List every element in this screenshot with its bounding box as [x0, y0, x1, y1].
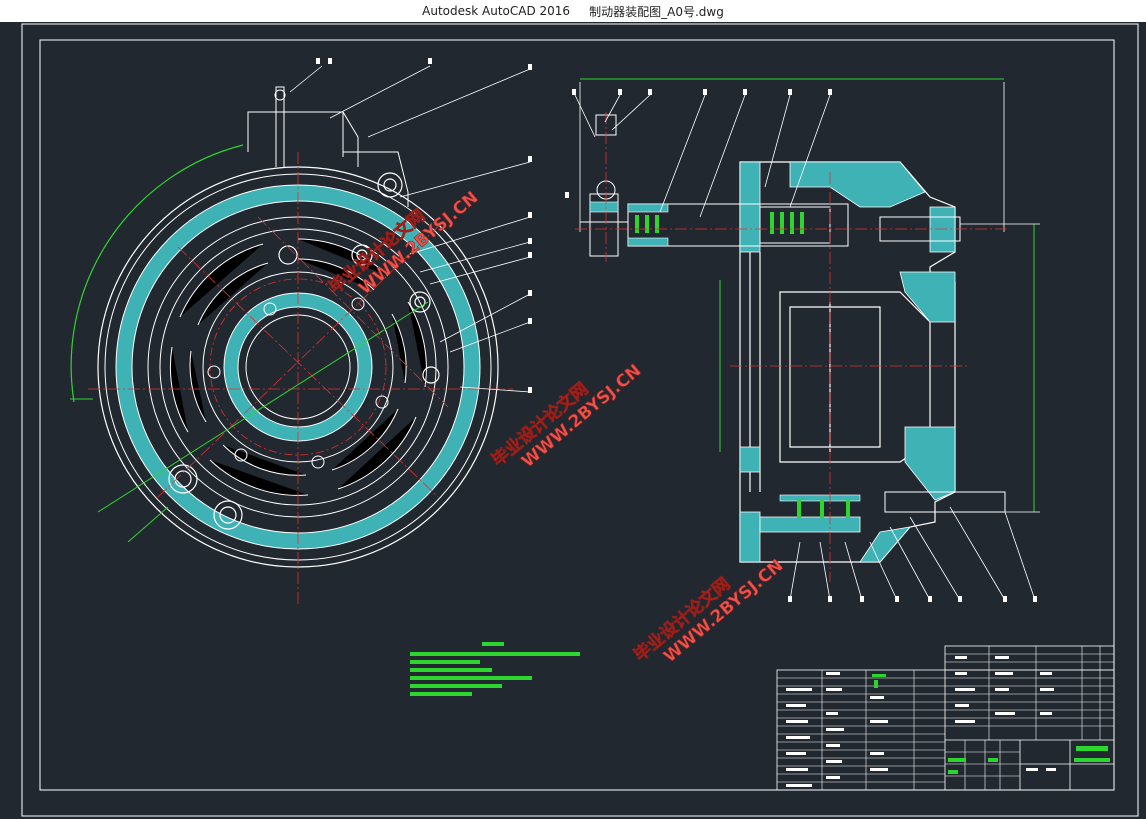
section-view — [575, 78, 1040, 582]
app-name: Autodesk AutoCAD 2016 — [422, 4, 571, 18]
title-gap — [570, 4, 589, 18]
title-block-text — [786, 656, 1056, 787]
technical-requirements — [410, 642, 580, 696]
front-view — [70, 86, 513, 607]
title-block-grid — [777, 646, 1114, 790]
sheet-outer-border — [21, 23, 1139, 817]
title-block-green — [872, 674, 1110, 774]
assembly-drawing: 毕业设计论文网 WWW.2BYSJ.CN 毕业设计论文网 WWW.2BYSJ.C… — [21, 23, 1139, 817]
drawing-canvas[interactable]: 毕业设计论文网 WWW.2BYSJ.CN 毕业设计论文网 WWW.2BYSJ.C… — [0, 22, 1146, 819]
sheet-inner-border — [39, 39, 1115, 791]
window-titlebar: Autodesk AutoCAD 2016 制动器装配图_A0号.dwg — [0, 0, 1146, 23]
file-name: 制动器装配图_A0号.dwg — [589, 4, 724, 19]
